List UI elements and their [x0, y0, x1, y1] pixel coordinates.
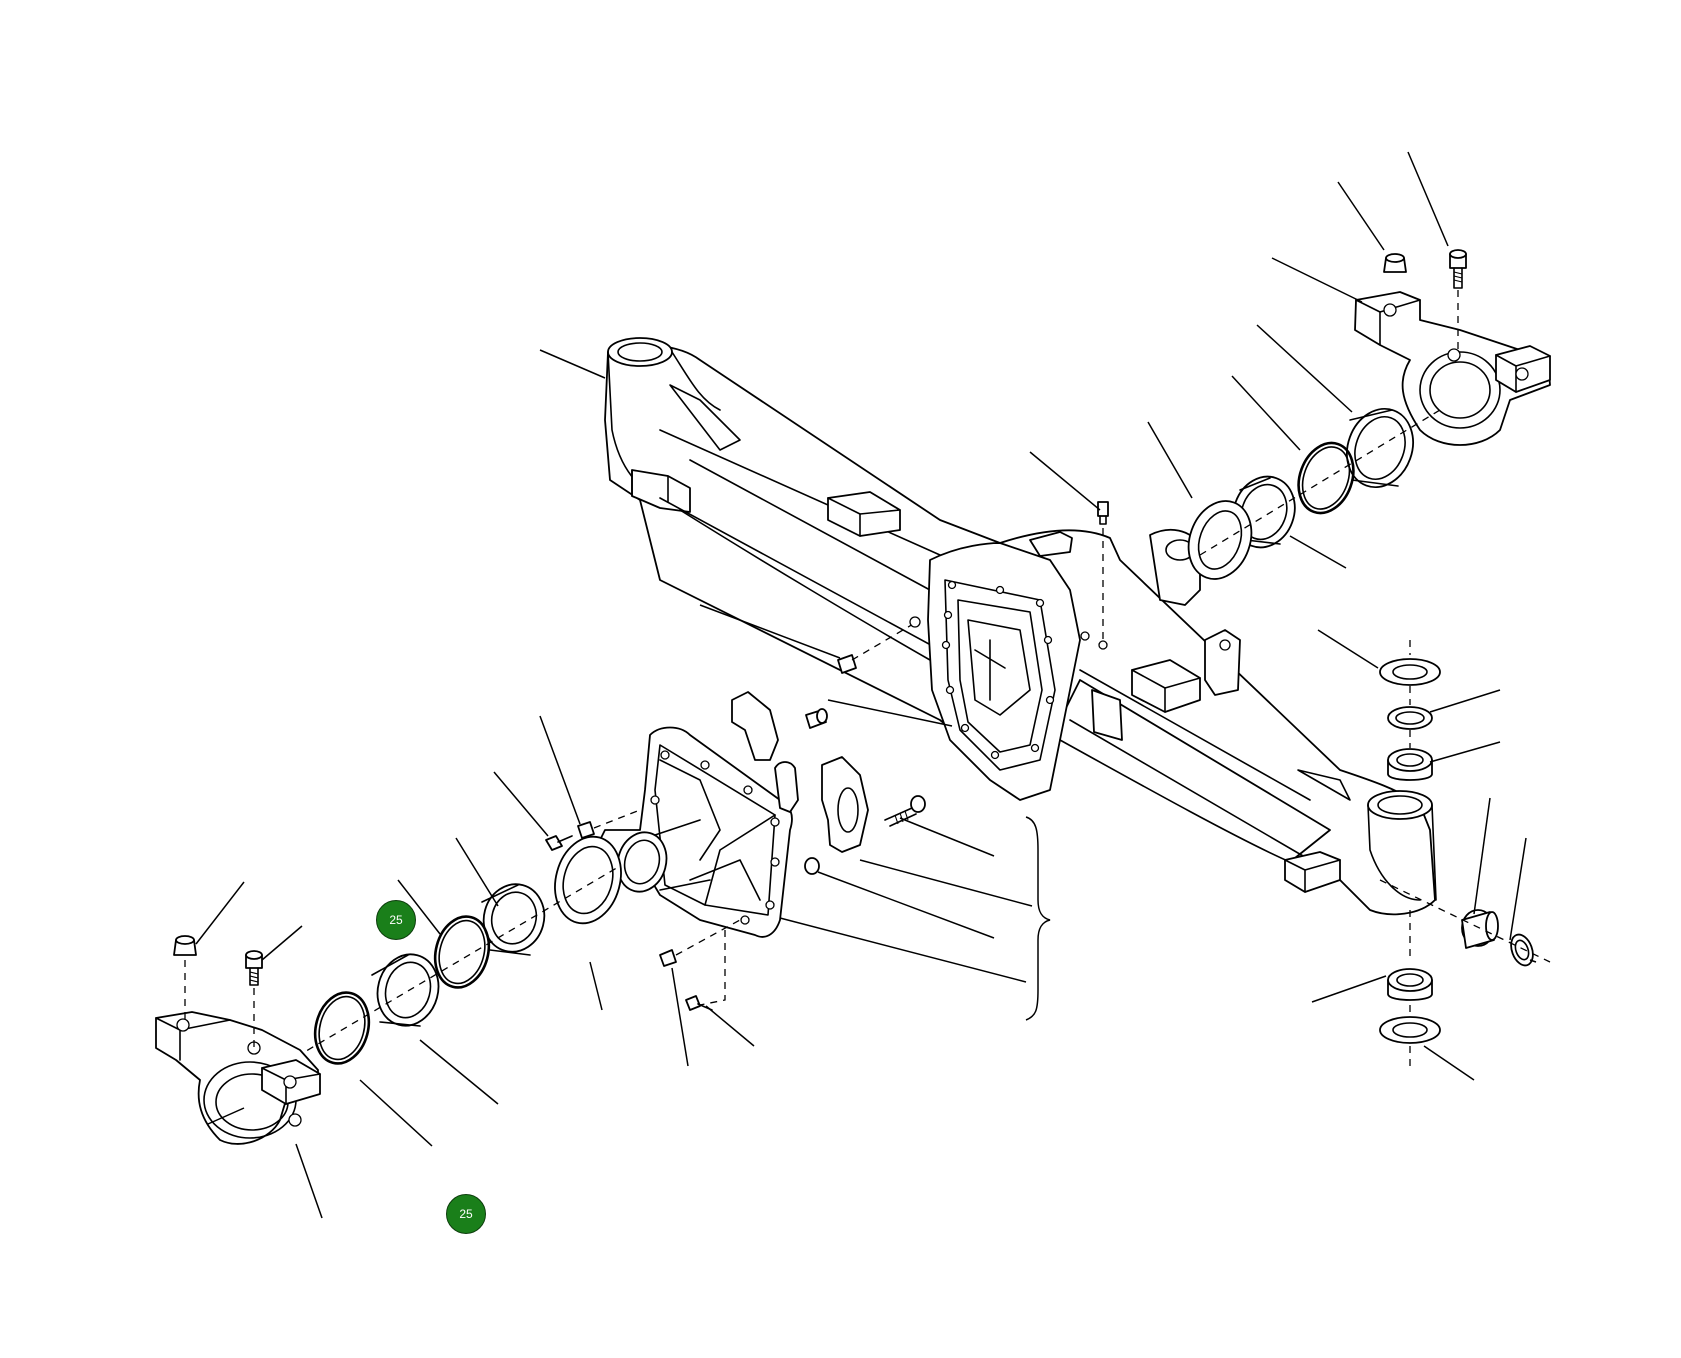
bearing-icon	[1387, 748, 1433, 781]
axle-bracket-icon	[1354, 291, 1551, 446]
axle-bracket-icon	[821, 756, 869, 853]
bolt-icon	[1449, 249, 1467, 289]
nut-icon	[577, 821, 595, 839]
dowel-pin-icon	[1461, 909, 1499, 949]
nut-icon	[173, 935, 197, 956]
dowel-pin-icon	[804, 857, 820, 875]
leader-lines	[195, 151, 1537, 1219]
nut-icon	[837, 654, 857, 674]
axle-bracket-icon	[155, 1011, 321, 1145]
nut-icon	[1383, 253, 1407, 273]
differential-carrier-icon	[592, 691, 799, 938]
bolt-icon	[245, 950, 263, 986]
bushing-icon	[1346, 407, 1414, 489]
o-ring-icon	[1297, 441, 1355, 515]
axle-housing-icon	[604, 337, 1437, 916]
brace-icon	[1025, 816, 1051, 1021]
dowel-pin-icon	[805, 708, 828, 729]
bolt-icon	[685, 995, 713, 1011]
bolt-icon	[545, 835, 573, 851]
grease-fitting-icon	[659, 949, 677, 967]
o-ring-icon	[1510, 933, 1534, 967]
thrust-washer-icon	[1187, 500, 1253, 580]
bushing-icon	[481, 883, 546, 956]
thrust-washer-icon	[1379, 1016, 1441, 1044]
o-ring-icon	[1387, 706, 1433, 730]
bolt-icon	[884, 795, 926, 827]
o-ring-icon	[433, 915, 491, 989]
o-ring-icon	[313, 991, 371, 1065]
thrust-washer-icon	[1379, 658, 1441, 686]
bushing-icon	[371, 953, 440, 1027]
callout-badge-25-lower[interactable]: 25	[446, 1194, 486, 1234]
thrust-washer-icon	[554, 835, 622, 925]
bearing-icon	[1387, 968, 1433, 1001]
callout-badge-25-upper[interactable]: 25	[376, 900, 416, 940]
grease-fitting-icon	[1097, 501, 1109, 525]
